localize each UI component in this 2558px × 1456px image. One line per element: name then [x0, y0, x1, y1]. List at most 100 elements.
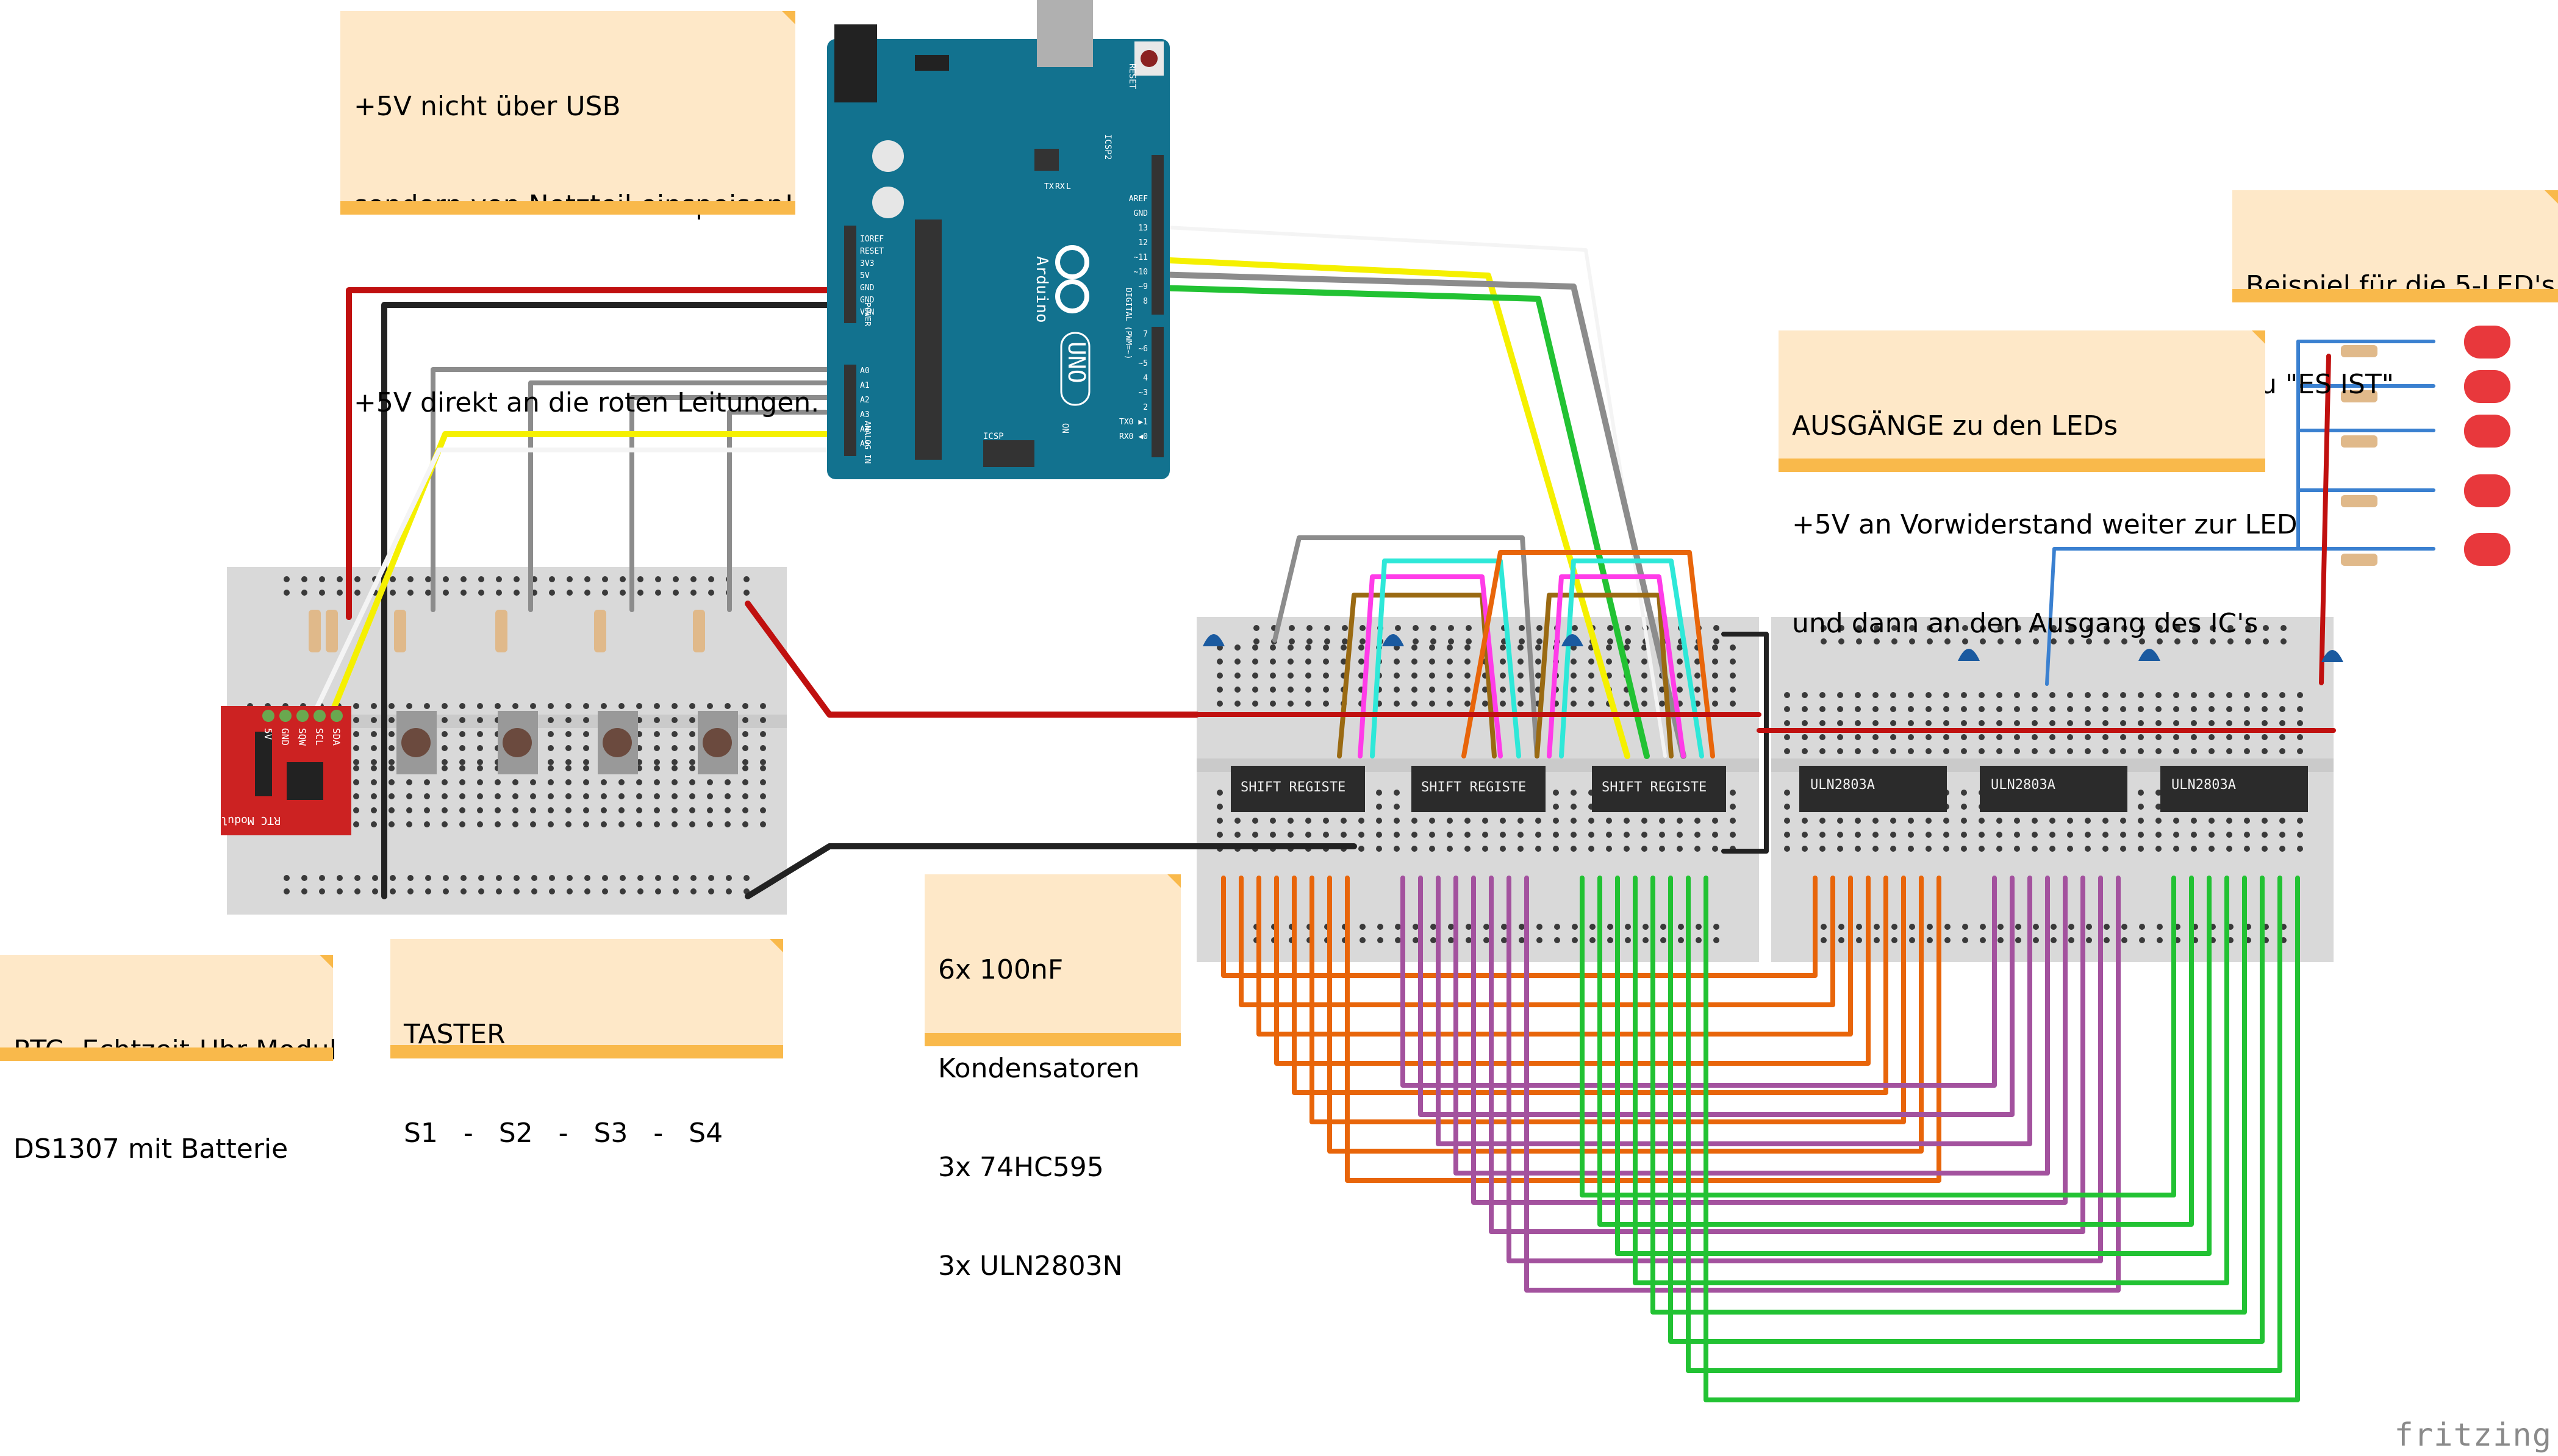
breadboard-hole [2067, 846, 2073, 852]
breadboard-hole [1571, 790, 1577, 796]
rail-hole [743, 576, 750, 582]
breadboard-hole [548, 821, 554, 827]
arduino-uno[interactable]: Arduino UNO RESET ICSP ICSP2 ON DIGITAL … [827, 0, 1170, 479]
breadboard-hole [1641, 687, 1647, 693]
breadboard-hole [1305, 687, 1311, 693]
rail-hole [1430, 924, 1436, 930]
shift-register-label: SHIFT REGISTE [1421, 780, 1526, 795]
breadboard-hole [1694, 846, 1700, 852]
breadboard-hole [1819, 832, 1825, 838]
breadboard-hole [1784, 790, 1790, 796]
breadboard-hole [583, 793, 589, 799]
rail-hole [1377, 924, 1383, 930]
rtc-pin [279, 710, 292, 722]
capacitor [1382, 634, 1404, 646]
breadboard-hole [2120, 692, 2126, 698]
rail-hole [390, 875, 396, 881]
breadboard-hole [1872, 748, 1879, 754]
breadboard-hole [424, 807, 430, 813]
rail-hole [1944, 638, 1951, 644]
note-example-leds[interactable]: Beispiel für die 5-LED's zu "ES IST" [2232, 190, 2558, 400]
breadboard-hole [742, 779, 748, 785]
rail-hole [1572, 625, 1578, 631]
breadboard-hole [389, 717, 395, 723]
rail-hole [1395, 937, 1401, 943]
uln2803-label: ULN2803A [2171, 777, 2236, 793]
breadboard-hole [442, 731, 448, 737]
note-power[interactable]: +5V nicht über USB sondern von Netzteil … [340, 11, 819, 418]
breadboard-hole [1411, 644, 1417, 651]
breadboard-hole [406, 703, 412, 709]
breadboard-hole [1943, 720, 1949, 726]
bundle-purple-wire [1524, 876, 2121, 1293]
breadboard-hole [760, 779, 766, 785]
breadboard-hole [2049, 692, 2055, 698]
breadboard-hole [601, 793, 607, 799]
rail-hole [690, 875, 697, 881]
breadboard-hole [2226, 846, 2232, 852]
resistor [326, 610, 338, 652]
breadboard-hole [1411, 673, 1417, 679]
rail-hole [425, 576, 431, 582]
breadboard-hole [442, 821, 448, 827]
note-parts[interactable]: 6x 100nF Kondensatoren 3x 74HC595 3x ULN… [925, 874, 1181, 1282]
breadboard-hole [1694, 818, 1700, 824]
breadboard-hole [1624, 832, 1630, 838]
breadboard-hole [2173, 706, 2179, 712]
breadboard-hole [2173, 846, 2179, 852]
breadboard-hole [2209, 720, 2215, 726]
push-buttons[interactable] [396, 711, 738, 774]
wire-d9 [1153, 285, 1650, 759]
note-buttons[interactable]: TASTER S1 - S2 - S3 - S4 [390, 939, 783, 1149]
note-resize-handle[interactable] [1779, 459, 2265, 472]
breadboard-hole [601, 703, 607, 709]
breadboard-hole [1855, 692, 1861, 698]
wire-a3 [727, 410, 850, 612]
breadboard-hole [2102, 692, 2108, 698]
board-led-label: TX [1044, 182, 1054, 191]
rail-hole [1413, 625, 1419, 631]
breadboard-hole [1606, 658, 1612, 665]
breadboard-hole [2102, 720, 2108, 726]
note-line [354, 288, 819, 321]
board-led-label: RX [1055, 182, 1065, 191]
breadboard-hole [725, 821, 731, 827]
breadboard-hole [1926, 846, 1932, 852]
breadboard-hole [1979, 706, 1985, 712]
note-resize-handle[interactable] [2232, 289, 2558, 302]
rail-hole [1607, 625, 1613, 631]
rail-hole [2015, 924, 2021, 930]
uln2803-chip [1980, 766, 2127, 812]
note-outputs[interactable]: AUSGÄNGE zu den LEDs +5V an Vorwiderstan… [1779, 330, 2298, 639]
breadboard-hole [406, 779, 412, 785]
breadboard-hole [2191, 748, 2197, 754]
breadboard-hole [707, 703, 713, 709]
jumper-orange [1461, 550, 1715, 758]
note-resize-handle[interactable] [925, 1033, 1181, 1046]
power-pin-label: 5V [860, 271, 870, 280]
breadboard-hole [2244, 720, 2250, 726]
breadboard-hole [1394, 673, 1400, 679]
breadboard-hole [1447, 846, 1453, 852]
note-resize-handle[interactable] [340, 201, 795, 215]
rail-hole [1536, 924, 1542, 930]
reset-button-cap[interactable] [1141, 50, 1158, 67]
note-resize-handle[interactable] [390, 1045, 783, 1058]
breadboard-hole [689, 779, 695, 785]
breadboard-hole [1996, 818, 2002, 824]
breadboard-hole [1979, 846, 1985, 852]
breadboard-hole [371, 807, 377, 813]
rail-hole [1980, 937, 1986, 943]
note-resize-handle[interactable] [0, 1047, 333, 1061]
breadboard-hole [742, 821, 748, 827]
rail-hole [1360, 924, 1366, 930]
rail-hole [372, 888, 378, 894]
breadboard-hole [1464, 701, 1471, 707]
breadboard-hole [2067, 734, 2073, 740]
rail-hole [301, 576, 307, 582]
breadboard-hole [2262, 846, 2268, 852]
breadboard-hole [1376, 846, 1382, 852]
note-rtc[interactable]: RTC- Echtzeit-Uhr Modul DS1307 mit Batte… [0, 955, 337, 1165]
